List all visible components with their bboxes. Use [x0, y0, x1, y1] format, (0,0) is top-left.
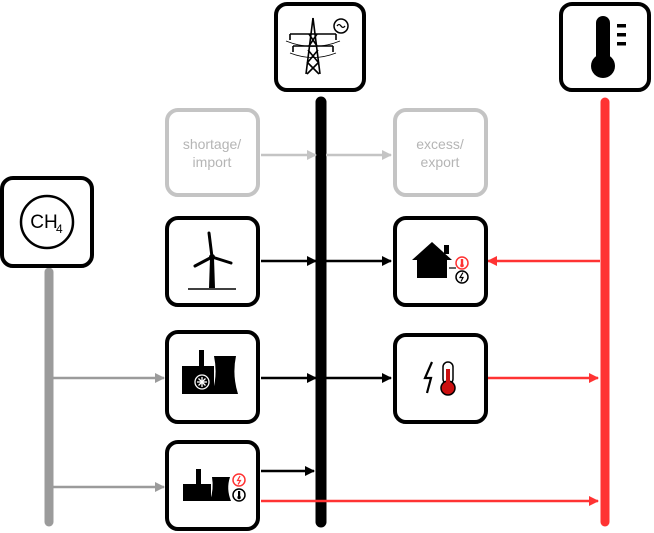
- gas-power-plant-node: [165, 330, 260, 424]
- wind-turbine-icon: [188, 231, 236, 290]
- wind-turbine-node: [165, 216, 260, 307]
- shortage-label-line1: shortage/: [183, 136, 241, 152]
- electricity-bus-node: [274, 2, 366, 92]
- power-to-heat-icon: [423, 361, 456, 396]
- chp-plant-icon: [183, 469, 246, 502]
- heat-demand-node: [393, 216, 488, 307]
- gas-bus-label-subscript: 4: [56, 222, 63, 236]
- house-heat-icon: [412, 242, 469, 284]
- power-pylon-icon: [285, 17, 349, 75]
- excess-label-line1: excess/: [416, 136, 464, 152]
- excess-export-node: excess/ export: [393, 108, 488, 197]
- methane-icon: CH 4: [19, 194, 75, 250]
- gas-bus-node: CH 4: [0, 176, 94, 268]
- chp-plant-node: [165, 440, 260, 531]
- shortage-import-node: shortage/ import: [165, 108, 260, 197]
- gas-power-plant-icon: [182, 350, 238, 394]
- excess-label-line2: export: [421, 154, 460, 170]
- thermometer-icon: [591, 16, 626, 78]
- heat-bus-node: [559, 2, 651, 92]
- power-to-heat-node: [393, 333, 488, 424]
- shortage-label-line2: import: [193, 154, 232, 170]
- gas-bus-label: CH: [30, 212, 57, 233]
